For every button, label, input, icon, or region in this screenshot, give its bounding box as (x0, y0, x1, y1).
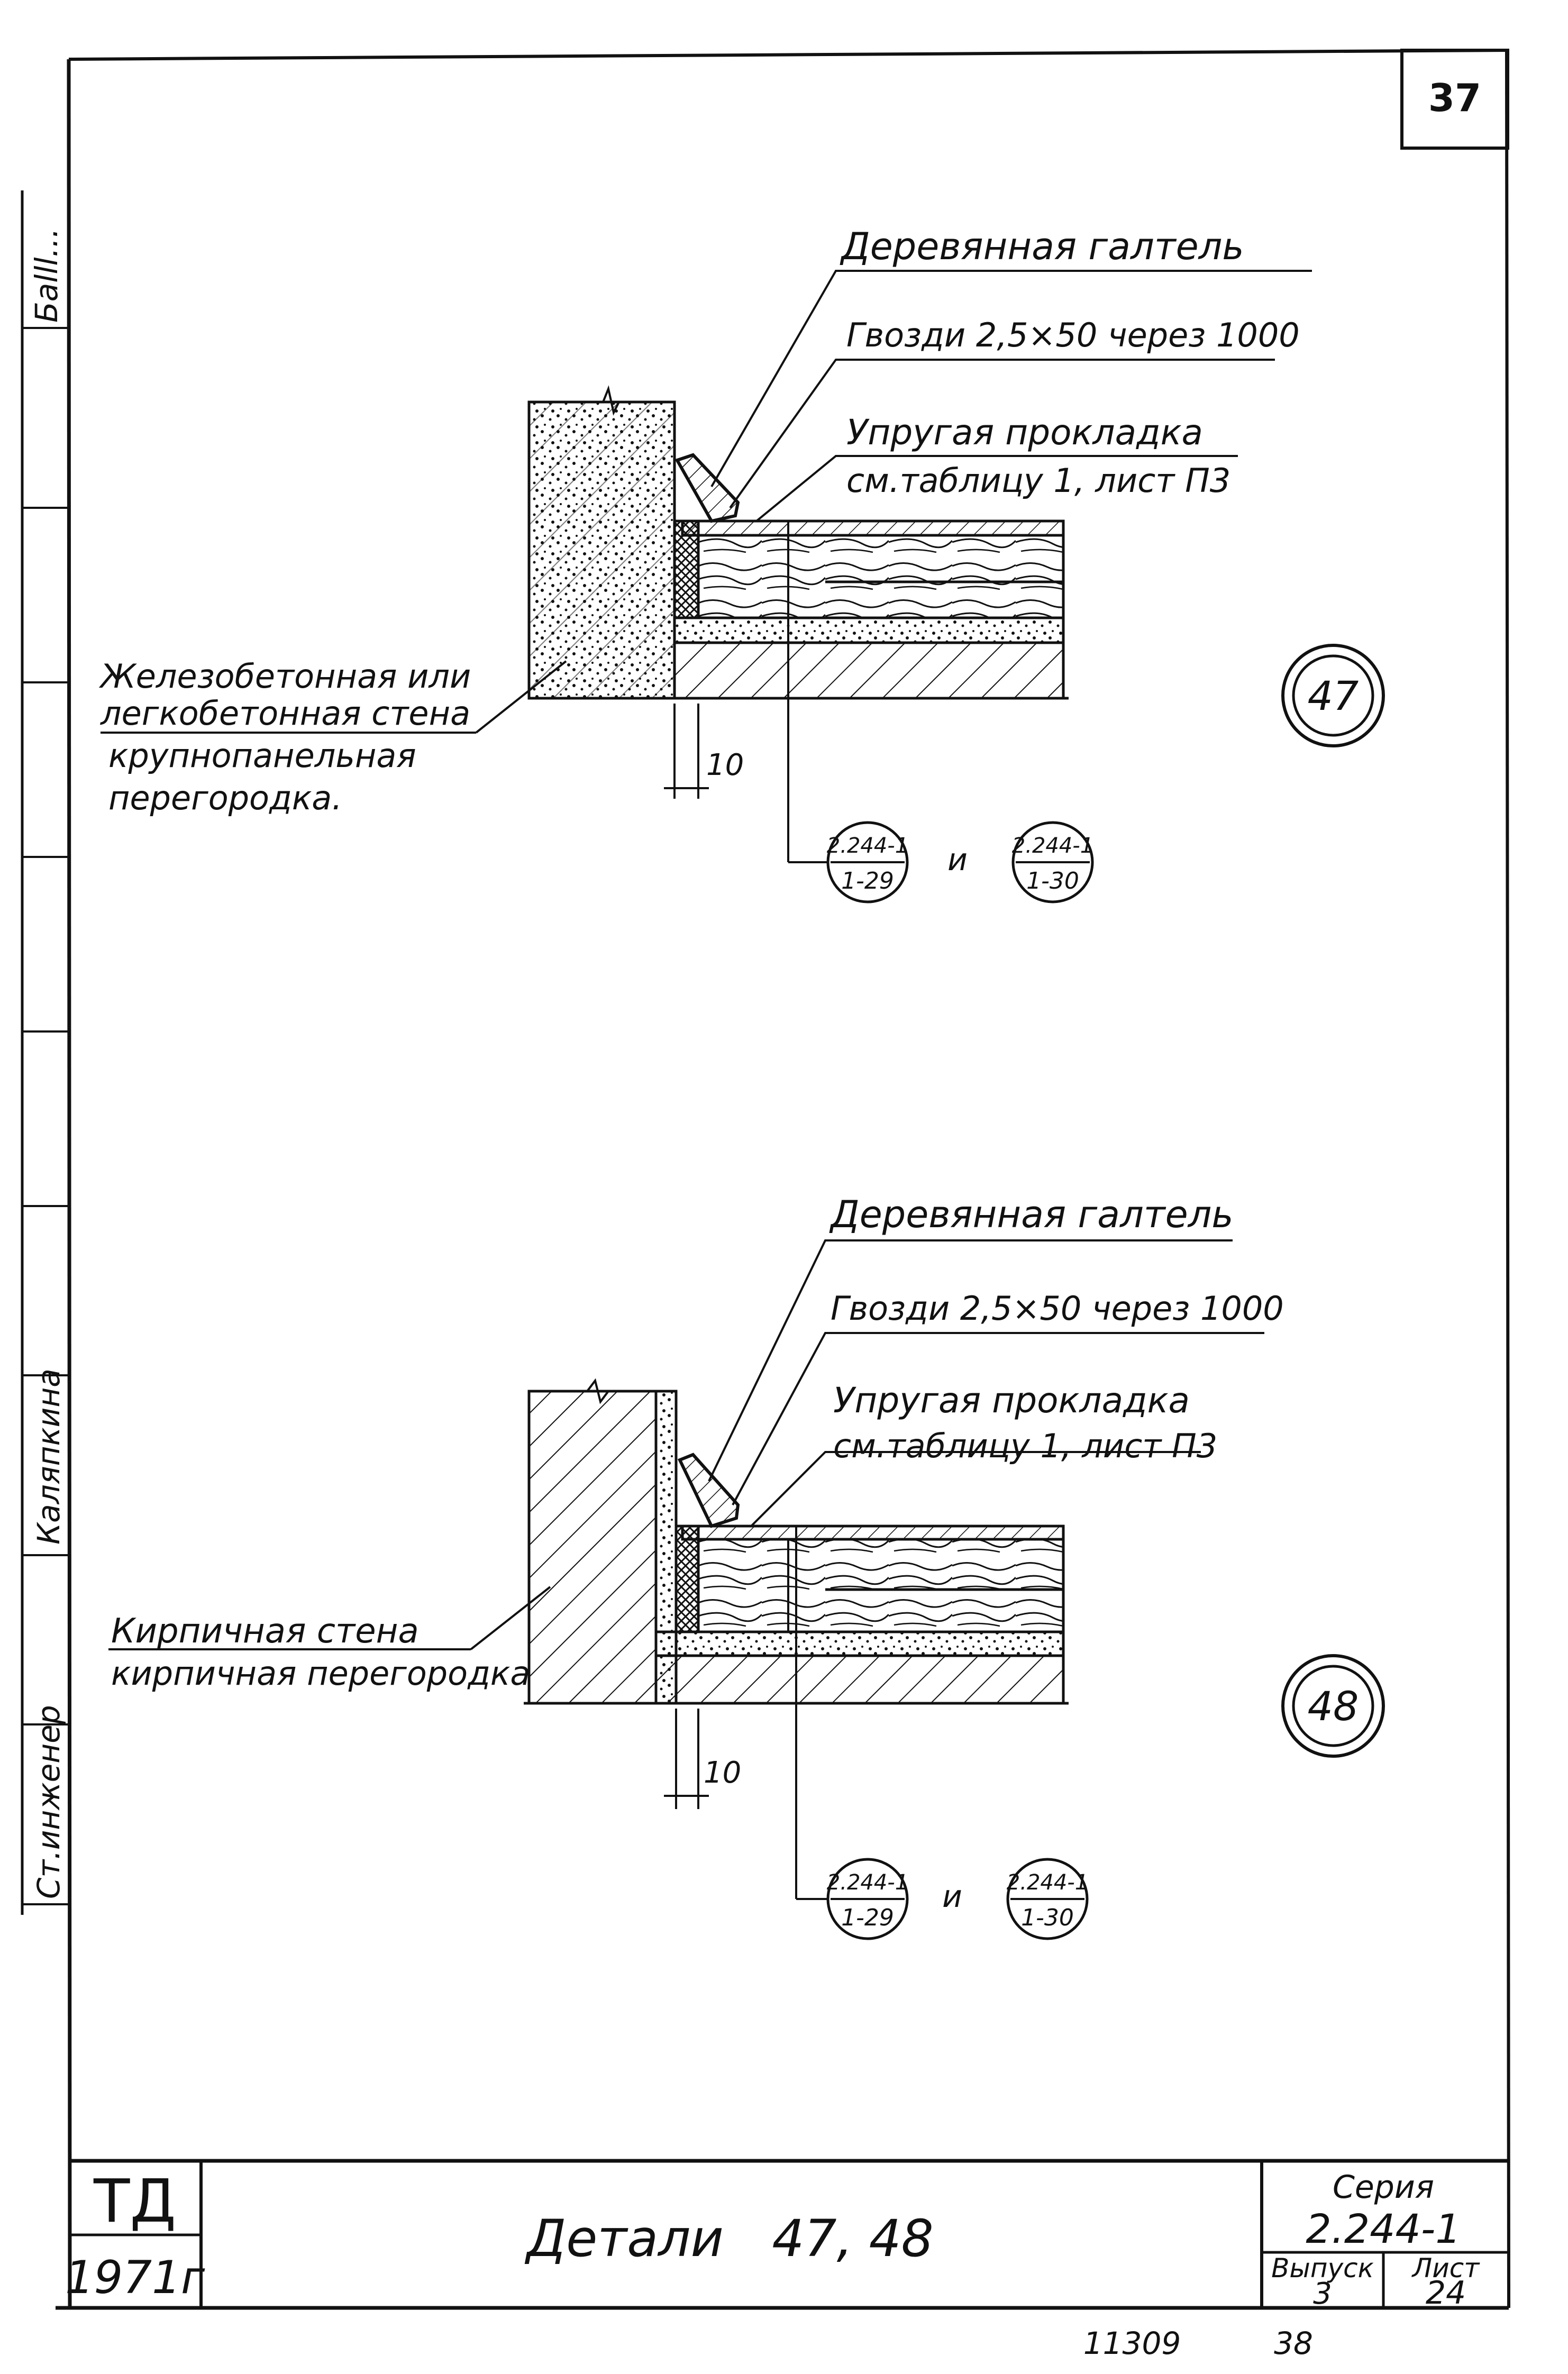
sheet-value: 24 (1426, 2275, 1466, 2312)
label-gasket-ref-47: см.таблицу 1, лист П3 (846, 461, 1230, 500)
floor-slab-48 (654, 1654, 1065, 1705)
wall-label-1-48: Кирпичная стена (111, 1612, 419, 1651)
label-fillet-48: Деревянная галтель (829, 1193, 1234, 1236)
wooden-fillet-48 (677, 1453, 740, 1528)
series-label: Серия (1333, 2169, 1434, 2206)
brick-wall-48 (527, 1390, 658, 1705)
ref-conj-48: и (942, 1878, 962, 1914)
wall-label-1-47: Железобетонная или (98, 657, 471, 696)
label-nails-47: Гвозди 2,5×50 через 1000 (846, 316, 1300, 354)
bottom-code-right: 38 (1274, 2325, 1313, 2361)
series-value: 2.244-1 (1306, 2205, 1461, 2252)
elastic-gasket-47 (673, 519, 700, 619)
svg-text:48: 48 (1308, 1683, 1359, 1730)
svg-text:47: 47 (1308, 672, 1359, 719)
label-fillet-47: Деревянная галтель (840, 225, 1244, 268)
wall-label-2-47: легкобетонная стена (100, 694, 470, 733)
svg-text:2.244-1: 2.244-1 (827, 1870, 908, 1895)
ref-circle-left-48: 2.244-1 1-29 (826, 1858, 909, 1940)
issue-value: 3 (1313, 2277, 1332, 2311)
wall-label-4-47: перегородка. (108, 779, 342, 817)
detail-48: Деревянная галтель Гвозди 2,5×50 через 1… (108, 1193, 1385, 1940)
svg-text:2.244-1: 2.244-1 (1007, 1870, 1088, 1895)
svg-text:2.244-1: 2.244-1 (1012, 834, 1093, 858)
sheet-label: Лист (1411, 2253, 1481, 2284)
issue-label: Выпуск (1271, 2253, 1374, 2284)
ref-circle-right-48: 2.244-1 1-30 (1006, 1858, 1089, 1940)
svg-text:2.244-1: 2.244-1 (827, 834, 908, 858)
ref-circle-right-47: 2.244-1 1-30 (1011, 821, 1094, 903)
bottom-code-left: 11309 (1083, 2325, 1181, 2361)
side-label-top: Бalll... (29, 228, 65, 323)
wall-label-2-48: кирпичная перегородка (111, 1654, 530, 1693)
timber-layer-48 (697, 1538, 1065, 1633)
elastic-gasket-48 (674, 1524, 700, 1633)
label-gasket-47: Упругая прокладка (846, 412, 1203, 453)
side-label-middle: Каляпкина (31, 1368, 67, 1545)
sheet-title: Детали 47, 48 (524, 2209, 933, 2268)
title-block (69, 2159, 1509, 2308)
label-gasket-ref-48: см.таблицу 1, лист П3 (833, 1427, 1217, 1465)
screed-47 (673, 616, 1065, 644)
wooden-fillet-47 (674, 453, 740, 523)
org-code: ТД (93, 2167, 176, 2236)
screed-48 (654, 1630, 1065, 1657)
svg-text:1-29: 1-29 (841, 868, 894, 894)
side-label-bottom: Ст.инженер (31, 1705, 67, 1899)
svg-text:1-29: 1-29 (841, 1904, 894, 1931)
detail-marker-47: 47 (1281, 644, 1385, 747)
page-number: 37 (1428, 76, 1481, 120)
timber-layer-47 (697, 534, 1065, 619)
dimension-48: 10 (704, 1756, 741, 1790)
label-nails-48: Гвозди 2,5×50 через 1000 (831, 1289, 1284, 1328)
detail-marker-48: 48 (1281, 1654, 1385, 1758)
dimension-47: 10 (706, 748, 744, 782)
floor-slab-47 (673, 641, 1065, 700)
ref-circle-left-47: 2.244-1 1-29 (826, 821, 909, 903)
svg-text:1-30: 1-30 (1021, 1904, 1074, 1931)
svg-text:1-30: 1-30 (1026, 868, 1079, 894)
floor-covering-47 (681, 519, 1065, 537)
year: 1971г (65, 2251, 205, 2304)
ref-conj-47: и (947, 842, 968, 878)
detail-47: Деревянная галтель Гвозди 2,5×50 через 1… (98, 225, 1385, 903)
label-gasket-48: Упругая прокладка (833, 1380, 1190, 1421)
wall-label-3-47: крупнопанельная (108, 736, 416, 775)
sheet-frame (21, 49, 1510, 2310)
floor-covering-48 (681, 1524, 1065, 1541)
